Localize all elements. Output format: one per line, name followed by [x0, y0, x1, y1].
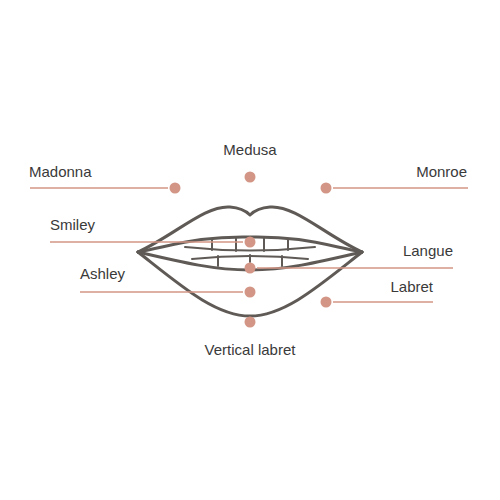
lower-lip — [138, 252, 362, 316]
piercing-dots — [170, 172, 332, 328]
piercing-dot — [245, 287, 256, 298]
upper-lip-inner — [138, 237, 362, 252]
piercing-dot — [321, 297, 332, 308]
leader-line — [50, 241, 243, 243]
piercing-dot — [245, 172, 256, 183]
part-label: Medusa — [223, 141, 276, 159]
leader-line — [257, 267, 453, 269]
part-label: Smiley — [50, 216, 95, 234]
leader-lines — [30, 188, 468, 302]
piercing-dot — [245, 317, 256, 328]
piercing-dot — [245, 237, 256, 248]
upper-teeth-gaps — [212, 237, 288, 251]
part-label: Ashley — [80, 265, 125, 283]
leader-line — [80, 291, 243, 293]
upper-lip — [138, 207, 362, 252]
lips-outline — [138, 207, 362, 316]
upper-teeth-edge — [185, 247, 315, 251]
part-label: Monroe — [416, 163, 467, 181]
leader-line — [333, 187, 468, 189]
part-label: Labret — [390, 278, 433, 296]
part-label: Vertical labret — [205, 341, 296, 359]
piercing-dot — [245, 263, 256, 274]
part-label: Langue — [403, 242, 453, 260]
piercing-dot — [321, 183, 332, 194]
leader-line — [333, 301, 433, 303]
piercing-dot — [170, 183, 181, 194]
part-label: Madonna — [29, 163, 92, 181]
leader-line — [30, 187, 168, 189]
